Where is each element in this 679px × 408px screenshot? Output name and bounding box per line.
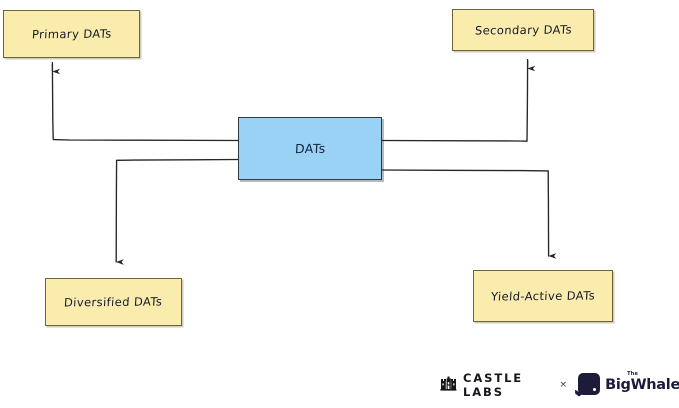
node-primary-dats[interactable]: Primary DATs [3,10,140,58]
edge-hub-to-diversified [115,158,239,265]
node-label: Diversified DATs [63,294,164,310]
whale-logo-icon [575,372,601,398]
whale-eye-dot [593,387,597,391]
whale-body-shape [578,372,601,395]
edge-hub-to-primary [51,62,239,142]
node-label: Primary DATs [31,26,112,42]
edge-hub-to-secondary [381,59,536,142]
big-whale-brand: The BigWhale [575,371,679,398]
whale-word-big: Big [605,376,631,393]
whale-word-whale: Whale [630,376,679,393]
big-whale-wordmark: The BigWhale [605,371,679,393]
node-yield-active-dats[interactable]: Yield-Active DATs [473,270,613,322]
footer-branding: CASTLE LABS × The BigWhale [440,370,679,400]
castle-labs-brand: CASTLE LABS [440,371,552,399]
node-diversified-dats[interactable]: Diversified DATs [45,278,182,326]
edge-hub-to-yield [381,169,557,259]
castle-icon [440,374,458,396]
castle-labs-wordmark: CASTLE LABS [463,371,524,399]
collab-separator: × [559,380,568,390]
node-label: Secondary DATs [474,22,572,38]
node-label: Yield-Active DATs [490,288,596,304]
node-label: DATs [294,140,326,156]
node-dats-hub[interactable]: DATs [238,117,382,180]
whale-superscript-the: The [627,370,639,377]
node-secondary-dats[interactable]: Secondary DATs [452,9,594,51]
